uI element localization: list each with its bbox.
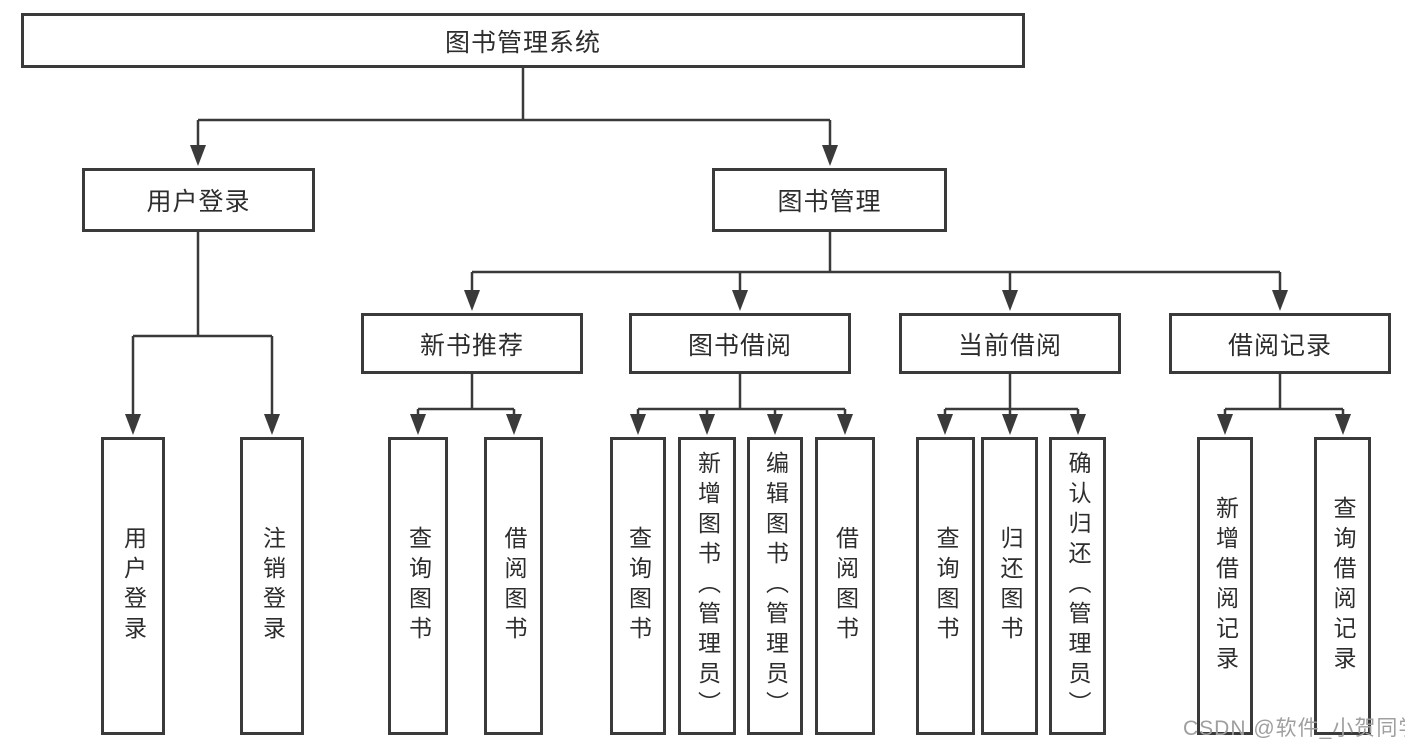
leaf-logout-label: 注销登录 xyxy=(259,526,286,646)
leaf-nb-borrow-books-label: 借阅图书 xyxy=(501,526,527,646)
leaf-bb-borrow-books-label: 借阅图书 xyxy=(832,526,859,646)
node-borrow-records-label: 借阅记录 xyxy=(1227,331,1332,360)
arrowhead xyxy=(410,414,426,435)
node-current-borrow: 当前借阅 xyxy=(899,313,1121,374)
leaf-bb-edit-books-admin: 编辑图书（管理员） xyxy=(747,437,803,735)
leaf-nb-borrow-books: 借阅图书 xyxy=(484,437,543,735)
leaf-bb-edit-books-admin-label: 编辑图书（管理员） xyxy=(762,451,789,721)
leaf-cb-return-books: 归还图书 xyxy=(981,437,1038,735)
node-root-label: 图书管理系统 xyxy=(444,28,601,57)
node-root: 图书管理系统 xyxy=(21,13,1025,68)
leaf-nb-query-books-label: 查询图书 xyxy=(405,526,432,646)
arrowhead xyxy=(190,145,206,166)
arrowhead xyxy=(1002,414,1018,435)
leaf-cb-confirm-return-admin: 确认归还（管理员） xyxy=(1049,437,1106,735)
leaf-bb-add-books-admin-label: 新增图书（管理员） xyxy=(694,451,721,721)
leaf-br-query-record: 查询借阅记录 xyxy=(1314,437,1371,735)
arrowhead xyxy=(767,414,783,435)
node-book-borrow: 图书借阅 xyxy=(629,313,851,374)
leaf-cb-query-books: 查询图书 xyxy=(916,437,975,735)
arrowhead xyxy=(506,414,522,435)
leaf-cb-confirm-return-admin-label: 确认归还（管理员） xyxy=(1065,451,1091,721)
node-user-login: 用户登录 xyxy=(82,168,315,232)
leaf-br-add-record: 新增借阅记录 xyxy=(1197,437,1253,735)
arrowhead xyxy=(630,414,646,435)
leaf-user-login: 用户登录 xyxy=(101,437,165,735)
leaf-nb-query-books: 查询图书 xyxy=(388,437,448,735)
node-borrow-records: 借阅记录 xyxy=(1169,313,1391,374)
arrowhead xyxy=(937,414,953,435)
node-new-book-rec-label: 新书推荐 xyxy=(419,331,524,360)
arrowheads xyxy=(125,145,1351,435)
arrowhead xyxy=(264,414,280,435)
leaf-cb-query-books-label: 查询图书 xyxy=(933,526,959,646)
arrowhead xyxy=(822,145,838,166)
arrowhead xyxy=(1272,290,1288,311)
csdn-watermark: CSDN @软件_小贺同学 xyxy=(1183,717,1405,740)
leaf-user-login-label: 用户登录 xyxy=(120,526,147,646)
node-new-book-rec: 新书推荐 xyxy=(361,313,583,374)
node-user-login-label: 用户登录 xyxy=(146,188,251,216)
node-book-mgmt-label: 图书管理 xyxy=(777,188,882,216)
leaf-bb-borrow-books: 借阅图书 xyxy=(815,437,875,735)
arrowhead xyxy=(1335,414,1351,435)
node-book-borrow-label: 图书借阅 xyxy=(687,331,792,360)
arrowhead xyxy=(1070,414,1086,435)
leaf-bb-add-books-admin: 新增图书（管理员） xyxy=(678,437,736,735)
arrowhead xyxy=(837,414,853,435)
leaf-br-add-record-label: 新增借阅记录 xyxy=(1212,496,1239,676)
connector-path xyxy=(131,68,1345,418)
leaf-cb-return-books-label: 归还图书 xyxy=(997,526,1023,646)
arrowhead xyxy=(464,290,480,311)
leaf-br-query-record-label: 查询借阅记录 xyxy=(1330,496,1356,676)
leaf-bb-query-books: 查询图书 xyxy=(610,437,666,735)
arrowhead xyxy=(699,414,715,435)
arrowhead xyxy=(1217,414,1233,435)
leaf-logout: 注销登录 xyxy=(240,437,304,735)
arrowhead xyxy=(732,290,748,311)
arrowhead xyxy=(1002,290,1018,311)
arrowhead xyxy=(125,414,141,435)
leaf-bb-query-books-label: 查询图书 xyxy=(625,526,652,646)
node-book-mgmt: 图书管理 xyxy=(712,168,947,232)
node-current-borrow-label: 当前借阅 xyxy=(957,331,1062,360)
